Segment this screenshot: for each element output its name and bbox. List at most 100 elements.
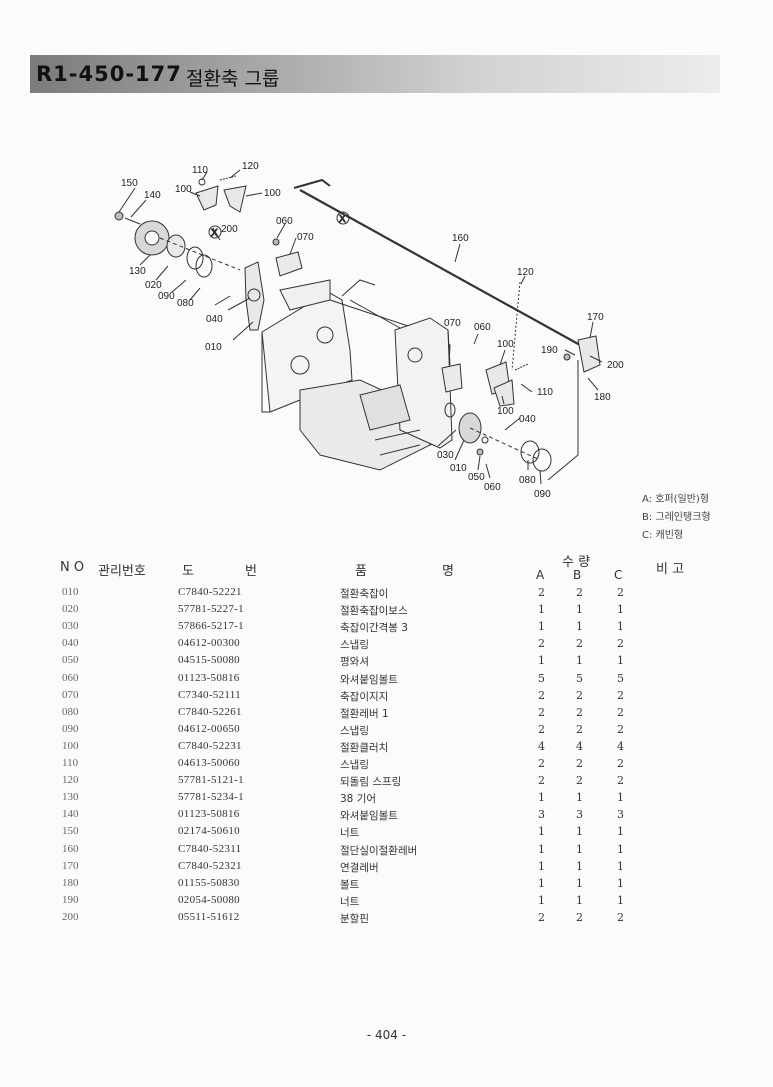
part-no: 120 <box>62 774 79 787</box>
header-qty-b: B <box>573 568 582 582</box>
drawing-no: 04515-50080 <box>178 654 240 667</box>
part-name: 너트 <box>340 827 360 840</box>
washer-090 <box>186 246 204 270</box>
snap-ring-090b <box>532 448 552 472</box>
callout-200: 200 <box>221 224 238 235</box>
part-name: 분할핀 <box>340 912 369 925</box>
callout-130: 130 <box>129 266 146 277</box>
part-no: 170 <box>62 859 79 872</box>
callout-090: 090 <box>158 291 175 302</box>
callout-180: 180 <box>594 392 611 403</box>
qty-a: 2 <box>538 688 545 702</box>
snap-ring-080 <box>195 254 213 278</box>
part-name: 절환축잡이 <box>340 588 389 600</box>
qty-b: 1 <box>576 620 583 634</box>
qty-b: 2 <box>576 586 583 599</box>
qty-b: 1 <box>576 859 583 873</box>
callout-080: 080 <box>177 298 194 309</box>
part-name: 절환레버 1 <box>340 707 389 720</box>
page-title: 절환축 그룹 <box>186 68 280 90</box>
right-side-plate <box>394 317 453 449</box>
callout-110: 110 <box>192 165 208 176</box>
qty-c: 2 <box>617 722 624 736</box>
header-qty: 수 량 <box>562 555 591 570</box>
callout-120: 120 <box>517 267 534 278</box>
qty-c: 1 <box>617 859 624 873</box>
qty-c: 5 <box>617 671 624 685</box>
drawing-no: C7840-52261 <box>178 705 242 718</box>
callout-070: 070 <box>444 318 461 329</box>
qty-a: 1 <box>538 825 545 839</box>
header-qty-c: C <box>614 568 623 582</box>
part-name: 스냅링 <box>340 759 369 771</box>
qty-a: 1 <box>538 859 545 873</box>
drawing-no: 04612-00300 <box>178 637 240 650</box>
callout-040: 040 <box>519 414 536 425</box>
qty-a: 2 <box>538 705 545 719</box>
callout-030: 030 <box>437 450 454 461</box>
callout-150: 150 <box>121 178 138 189</box>
qty-b: 1 <box>576 842 583 856</box>
callout-040: 040 <box>206 314 223 325</box>
qty-c: 1 <box>617 603 624 617</box>
clutch-100b <box>223 185 247 213</box>
qty-a: 1 <box>538 791 545 805</box>
header-name-1: 품 <box>355 564 367 579</box>
qty-c: 1 <box>617 893 624 907</box>
callout-100: 100 <box>497 339 514 350</box>
drawing-no: C7840-52221 <box>178 586 242 598</box>
part-name: 연결레버 <box>340 861 379 874</box>
qty-a: 1 <box>538 876 545 890</box>
qty-b: 4 <box>576 739 583 753</box>
page-number: - 404 - <box>366 1028 407 1042</box>
part-name: 스냅링 <box>340 724 369 737</box>
part-name: 너트 <box>340 895 360 908</box>
part-no: 190 <box>62 893 79 906</box>
callout-170: 170 <box>587 312 604 323</box>
qty-c: 2 <box>617 774 624 788</box>
part-no: 020 <box>62 603 79 616</box>
qty-a: 2 <box>538 774 545 788</box>
callout-070: 070 <box>297 232 314 243</box>
callout-110: 110 <box>537 387 553 398</box>
callout-060: 060 <box>484 482 501 493</box>
callout-160: 160 <box>452 233 469 244</box>
header-drawing-1: 도 <box>182 564 194 579</box>
washer-080b <box>520 440 540 464</box>
drawing-no: 02174-50610 <box>178 825 240 838</box>
page-code: R1-450-177 <box>36 62 182 86</box>
part-name: 평와셔 <box>340 656 369 669</box>
spring-rod-120b <box>511 281 521 371</box>
header-name-2: 명 <box>442 564 454 579</box>
qty-b: 1 <box>576 654 583 668</box>
callout-100: 100 <box>175 184 192 195</box>
qty-b: 1 <box>576 893 583 907</box>
bracket-070 <box>275 251 303 277</box>
qty-a: 1 <box>538 620 545 634</box>
qty-a: 1 <box>538 893 545 907</box>
header-remark: 비 고 <box>656 562 685 577</box>
qty-c: 2 <box>617 910 624 924</box>
qty-c: 2 <box>617 637 624 651</box>
callout-010: 010 <box>450 463 467 474</box>
qty-c: 1 <box>617 876 624 890</box>
clutch-100a <box>195 185 219 211</box>
bracket-070b <box>441 363 463 393</box>
drawing-no: 04613-50060 <box>178 757 240 769</box>
qty-a: 5 <box>538 671 545 685</box>
qty-b: 2 <box>576 688 583 702</box>
part-name: 절환클러치 <box>340 741 389 754</box>
drawing-no: 57866-5217-1 <box>178 620 244 633</box>
callout-190: 190 <box>541 345 558 356</box>
rod-160 <box>299 189 581 346</box>
qty-c: 4 <box>617 739 624 753</box>
drawing-no: 01123-50816 <box>178 808 240 821</box>
part-no: 060 <box>62 671 79 684</box>
